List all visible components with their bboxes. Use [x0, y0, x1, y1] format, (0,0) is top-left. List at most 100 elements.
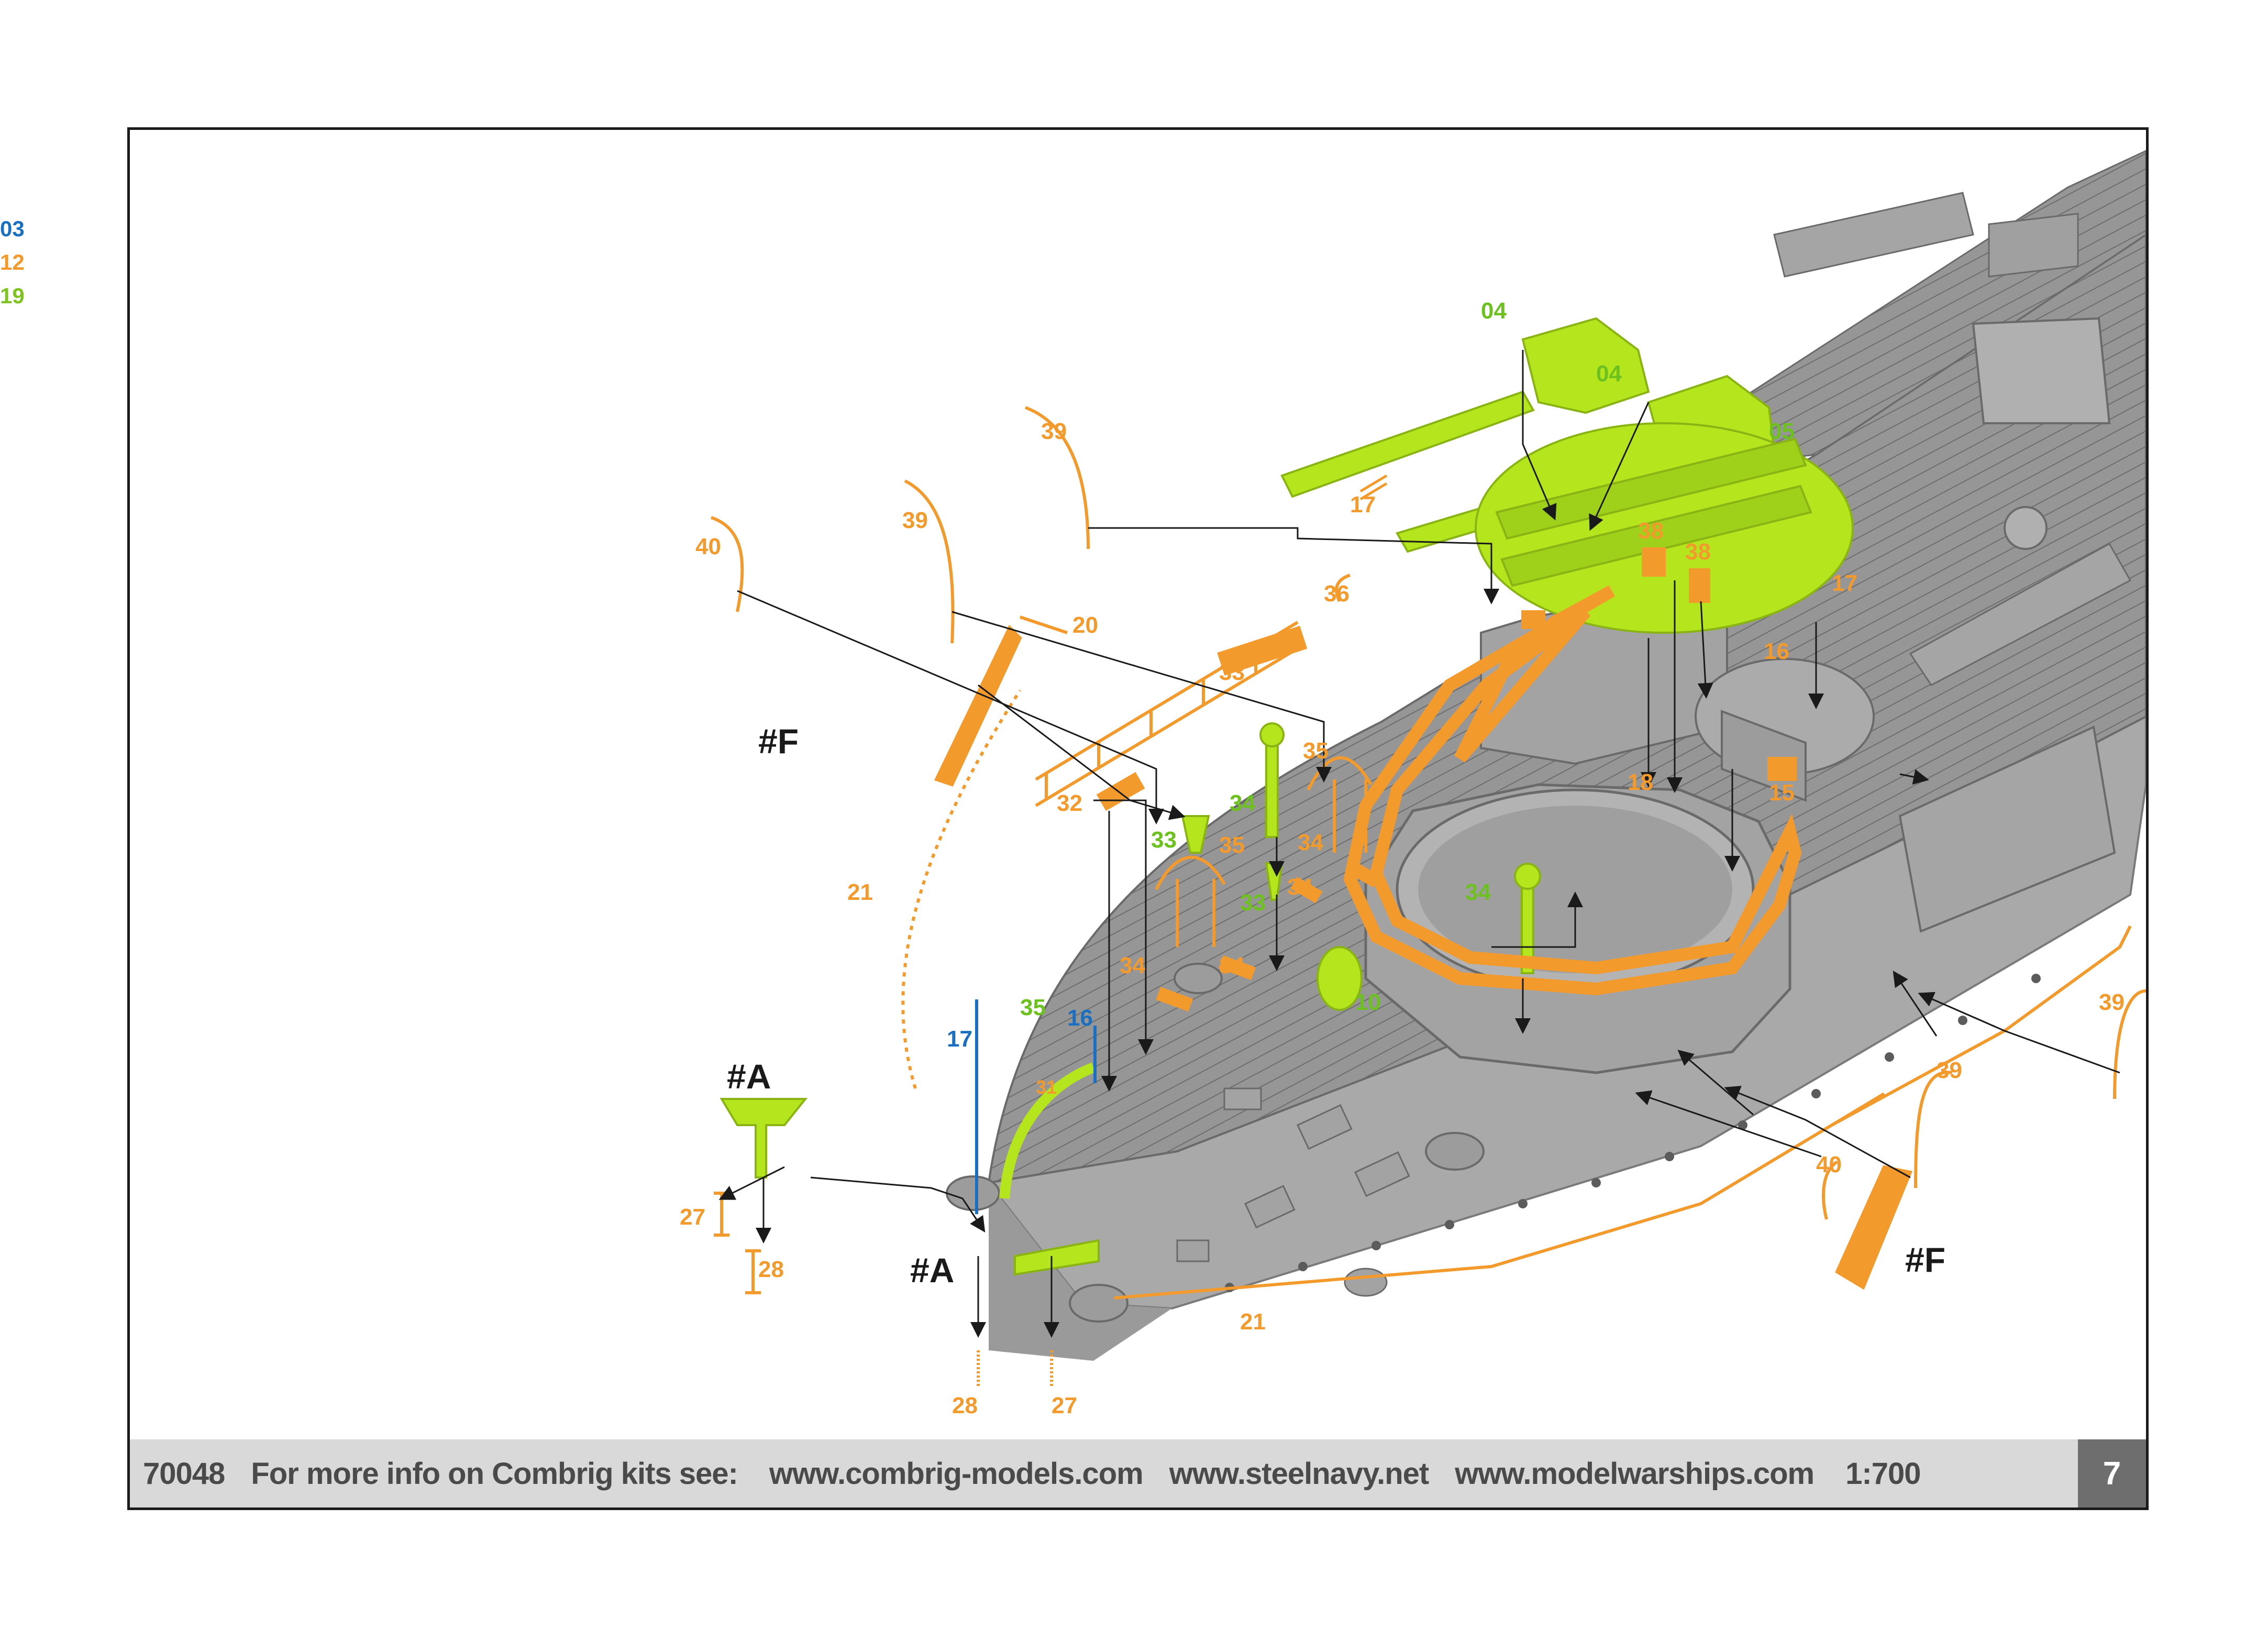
- part-labels: 04 04 05 17 39 39 40 36 20 33 38 38 15 1…: [680, 298, 2125, 1418]
- label-40a: 40: [695, 534, 721, 559]
- label-35c: 35: [1020, 995, 1046, 1020]
- label-17b: 17: [1832, 570, 1857, 596]
- assembly-arrows: [718, 350, 2120, 1338]
- label-10: 10: [1355, 989, 1381, 1015]
- plate-34d: [1219, 955, 1256, 981]
- side-code-orange: 12: [0, 250, 25, 274]
- handrail-39b: [904, 479, 955, 644]
- plate-32: [1096, 772, 1145, 811]
- figure-markers: #A #A #F #F: [727, 722, 1945, 1290]
- fig-ref-F-left: #F: [758, 722, 799, 761]
- link-combrig[interactable]: www.combrig-models.com: [769, 1456, 1144, 1491]
- label-34d: 34: [1465, 879, 1491, 905]
- plate-33: [1217, 625, 1308, 676]
- part-28-left: [745, 1249, 761, 1294]
- label-17c: 17: [947, 1026, 972, 1052]
- kit-code: 70048: [143, 1456, 225, 1491]
- label-21a: 21: [847, 879, 873, 905]
- plate-34b: [1347, 861, 1380, 888]
- plate-38a: [1642, 547, 1666, 577]
- side-code-blue: 03: [0, 216, 25, 241]
- instruction-page: 04 04 05 17 39 39 40 36 20 33 38 38 15 1…: [127, 127, 2149, 1510]
- label-40b: 40: [1816, 1152, 1842, 1177]
- portholes: [1225, 974, 2041, 1292]
- label-21b: 21: [1240, 1309, 1266, 1335]
- label-15a: 15: [1518, 633, 1543, 659]
- plate-15a: [1521, 610, 1545, 629]
- label-38a: 38: [1638, 518, 1664, 544]
- railing-20: [1035, 621, 1299, 807]
- ladder-F-right: [1835, 1165, 1913, 1290]
- mast-34a: [1265, 736, 1279, 838]
- label-16b: 16: [1067, 1005, 1093, 1031]
- label-34c: 34: [1287, 874, 1313, 900]
- label-04b: 04: [1596, 361, 1622, 387]
- gun-breech-04a: [1521, 317, 1650, 414]
- label-34e: 34: [1120, 953, 1145, 978]
- plate-34c: [1156, 987, 1193, 1012]
- part-27-left: [714, 1192, 729, 1237]
- label-27a: 27: [680, 1204, 705, 1230]
- gun-barrel-04a: [1280, 390, 1535, 498]
- label-34b: 34: [1298, 830, 1323, 855]
- green-parts: [720, 317, 1854, 1276]
- barbette: [1364, 783, 1791, 1074]
- link-modelwarships[interactable]: www.modelwarships.com: [1455, 1456, 1815, 1491]
- label-38b: 38: [1685, 539, 1711, 565]
- label-35a: 35: [1303, 738, 1329, 764]
- fig-ref-F-right: #F: [1905, 1240, 1945, 1279]
- side-part-codes: 03 12 19: [0, 212, 25, 313]
- frame-35a: [1307, 756, 1373, 853]
- label-39b: 39: [902, 508, 928, 533]
- label-34f: 34: [1219, 953, 1245, 978]
- label-39c: 39: [2099, 989, 2125, 1015]
- plate-15b: [1767, 757, 1797, 781]
- crane-35: [999, 1062, 1096, 1199]
- side-code-green: 19: [0, 283, 25, 308]
- page-number: 7: [2078, 1439, 2146, 1507]
- plate-38b: [1689, 568, 1710, 603]
- anchor-bow: [1014, 1239, 1100, 1276]
- forward-superstructure: [1480, 192, 2132, 933]
- ladder-F-left: [934, 615, 1068, 787]
- deck-fittings: [1176, 1087, 1410, 1297]
- label-33a: 33: [1219, 659, 1245, 685]
- railing-21-bottom: [1114, 1092, 1885, 1300]
- label-27b: 27: [1052, 1393, 1077, 1418]
- label-32: 32: [1057, 790, 1082, 816]
- label-28a: 28: [758, 1257, 784, 1282]
- railing-21-left: [901, 689, 1022, 1089]
- footer-info-text: For more info on Combrig kits see:: [251, 1456, 738, 1491]
- ring-18: [1343, 585, 1802, 996]
- fig-ref-A-left: #A: [727, 1057, 771, 1096]
- label-16a: 16: [1764, 639, 1789, 664]
- assembly-drawing: 04 04 05 17 39 39 40 36 20 33 38 38 15 1…: [680, 150, 2146, 1418]
- label-33c: 33: [1240, 890, 1266, 916]
- hull-bottom-shade: [989, 1183, 1172, 1361]
- hull: [946, 150, 2146, 1361]
- label-39d: 39: [1937, 1058, 1962, 1083]
- part-36: [1335, 574, 1351, 602]
- label-33b: 33: [1151, 827, 1177, 853]
- link-steelnavy[interactable]: www.steelnavy.net: [1169, 1456, 1430, 1491]
- ventilator-33a: [1181, 815, 1210, 854]
- label-04a: 04: [1481, 298, 1507, 324]
- label-35b: 35: [1219, 832, 1245, 858]
- footer-bar: 70048 For more info on Combrig kits see:…: [130, 1439, 2146, 1507]
- blue-parts: [975, 999, 1097, 1214]
- label-36: 36: [1324, 581, 1349, 607]
- label-15b: 15: [1769, 780, 1795, 806]
- railing-21-right: [1831, 925, 2132, 1127]
- label-34a: 34: [1230, 790, 1255, 816]
- part-17-top: [1359, 474, 1388, 501]
- scale-text: 1:700: [1845, 1456, 1921, 1491]
- frame-35b: [1155, 855, 1226, 947]
- orange-parts: [711, 406, 2146, 1387]
- capstan-10: [1316, 946, 1363, 1011]
- label-18: 18: [1628, 769, 1653, 795]
- anchor-left: [720, 1098, 808, 1179]
- plate-34a: [1290, 876, 1323, 904]
- label-17a: 17: [1350, 492, 1376, 518]
- handrail-40b: [1822, 1160, 1838, 1220]
- handrail-39a: [1024, 406, 1090, 549]
